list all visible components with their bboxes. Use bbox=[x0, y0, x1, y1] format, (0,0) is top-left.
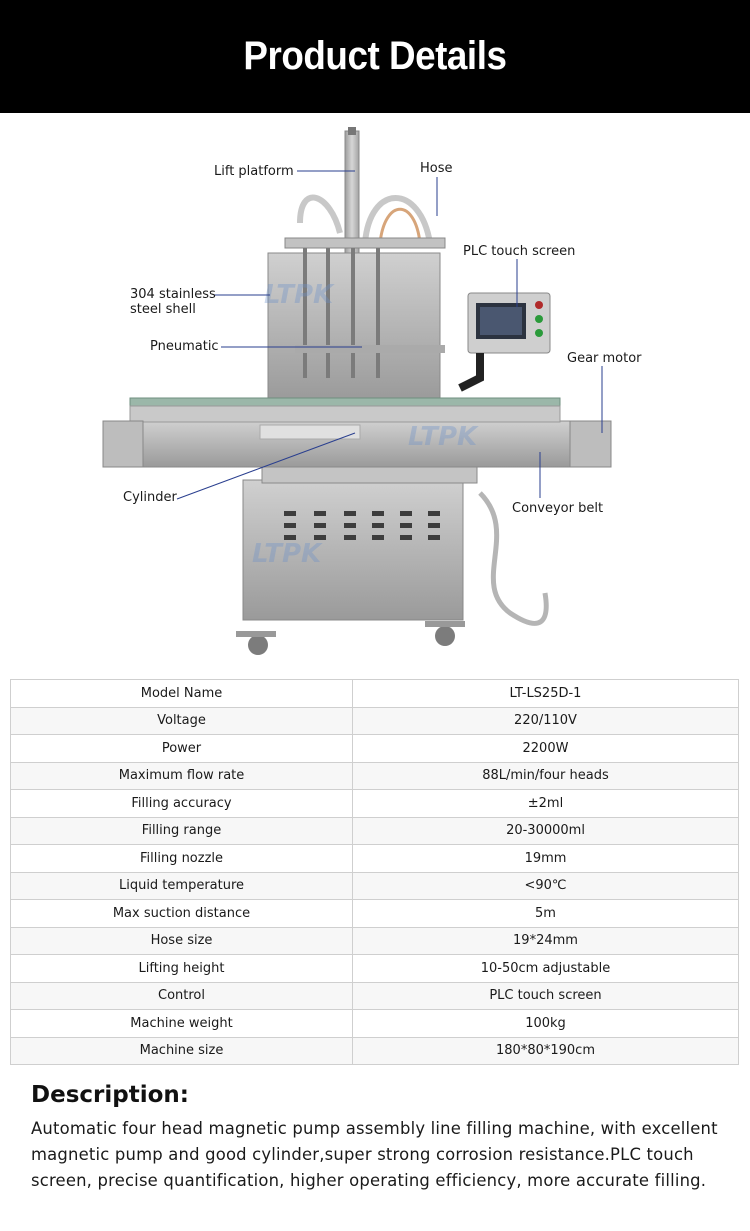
machine-illustration: LTPK LTPK LTPK bbox=[102, 127, 612, 655]
spec-value: 220/110V bbox=[352, 706, 739, 735]
spec-name: Filling range bbox=[10, 816, 353, 845]
spec-name: Machine weight bbox=[10, 1009, 353, 1038]
spec-name: Hose size bbox=[10, 926, 353, 955]
callout-pneumatic: Pneumatic bbox=[150, 339, 219, 354]
spec-name: Power bbox=[10, 734, 353, 763]
spec-value: 88L/min/four heads bbox=[352, 761, 739, 790]
description-text: Automatic four head magnetic pump assemb… bbox=[31, 1119, 718, 1190]
spec-value: 2200W bbox=[352, 734, 739, 763]
spec-name: Max suction distance bbox=[10, 899, 353, 928]
spec-value: 10-50cm adjustable bbox=[352, 954, 739, 983]
callout-plc-touch-screen: PLC touch screen bbox=[463, 244, 576, 259]
page-title: Product Details bbox=[243, 34, 507, 78]
watermark: LTPK bbox=[252, 539, 323, 569]
spec-value: 5m bbox=[352, 899, 739, 928]
hose bbox=[297, 194, 343, 234]
description-section: Description: Automatic four head magneti… bbox=[31, 1078, 731, 1194]
callout-cylinder: Cylinder bbox=[123, 490, 177, 505]
spec-name: Lifting height bbox=[10, 954, 353, 983]
table-row: Liquid temperature<90℃ bbox=[10, 871, 739, 900]
spec-name: Model Name bbox=[10, 679, 353, 708]
description-heading: Description: bbox=[31, 1082, 189, 1108]
page-header: Product Details bbox=[0, 0, 750, 113]
watermark: LTPK bbox=[408, 422, 479, 452]
spec-value: 19*24mm bbox=[352, 926, 739, 955]
callout-shell-line2: steel shell bbox=[130, 302, 196, 317]
spec-value: ±2ml bbox=[352, 789, 739, 818]
callout-gear-motor: Gear motor bbox=[567, 351, 642, 366]
spec-name: Maximum flow rate bbox=[10, 761, 353, 790]
base-cabinet bbox=[242, 479, 464, 621]
spec-name: Voltage bbox=[10, 706, 353, 735]
filling-nozzles bbox=[303, 248, 380, 378]
spec-value: 20-30000ml bbox=[352, 816, 739, 845]
spec-name: Control bbox=[10, 981, 353, 1010]
table-row: Filling accuracy±2ml bbox=[10, 789, 739, 818]
spec-name: Liquid temperature bbox=[10, 871, 353, 900]
spec-name: Filling nozzle bbox=[10, 844, 353, 873]
vent-slots bbox=[284, 511, 440, 540]
spec-value: LT-LS25D-1 bbox=[352, 679, 739, 708]
spec-value: 19mm bbox=[352, 844, 739, 873]
spec-value: <90℃ bbox=[352, 871, 739, 900]
spec-value: 100kg bbox=[352, 1009, 739, 1038]
spec-name: Filling accuracy bbox=[10, 789, 353, 818]
machine-figure: LTPK LTPK LTPK Lift platform Hose PLC to… bbox=[0, 113, 750, 673]
spec-value: PLC touch screen bbox=[352, 981, 739, 1010]
callout-lines bbox=[176, 170, 603, 500]
callout-hose: Hose bbox=[420, 161, 453, 176]
watermark: LTPK bbox=[264, 280, 335, 310]
callout-conveyor-belt: Conveyor belt bbox=[512, 501, 604, 516]
callout-shell-line1: 304 stainless bbox=[130, 287, 216, 302]
callout-lift-platform: Lift platform bbox=[214, 164, 294, 179]
spec-value: 180*80*190cm bbox=[352, 1036, 739, 1065]
spec-name: Machine size bbox=[10, 1036, 353, 1065]
